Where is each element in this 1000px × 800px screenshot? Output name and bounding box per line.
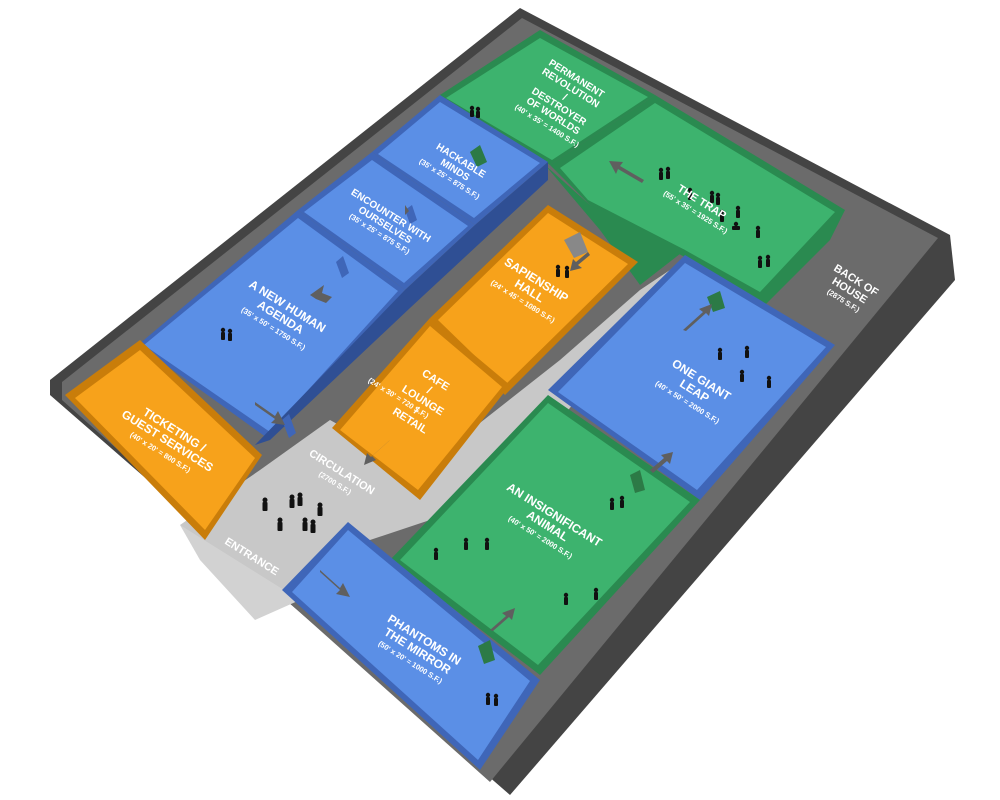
room-insignificant-animal[interactable] <box>390 395 700 675</box>
door-arrows <box>255 145 725 664</box>
svg-text:/: / <box>412 405 421 417</box>
gallery-connector <box>545 165 685 285</box>
svg-text:/: / <box>560 92 568 103</box>
room-encounter[interactable] <box>298 152 475 290</box>
room-phantoms[interactable] <box>282 522 540 770</box>
room-one-giant-leap[interactable] <box>548 255 835 500</box>
room-hackable-minds[interactable] <box>372 95 548 225</box>
room-permanent-revolution[interactable] <box>440 30 655 165</box>
svg-text:/: / <box>425 385 434 397</box>
visitor-figures <box>220 105 772 706</box>
room-the-trap[interactable] <box>550 95 845 305</box>
circulation-floor <box>180 250 700 620</box>
room-ticketing[interactable] <box>65 340 262 540</box>
room-cafe[interactable] <box>332 318 510 500</box>
